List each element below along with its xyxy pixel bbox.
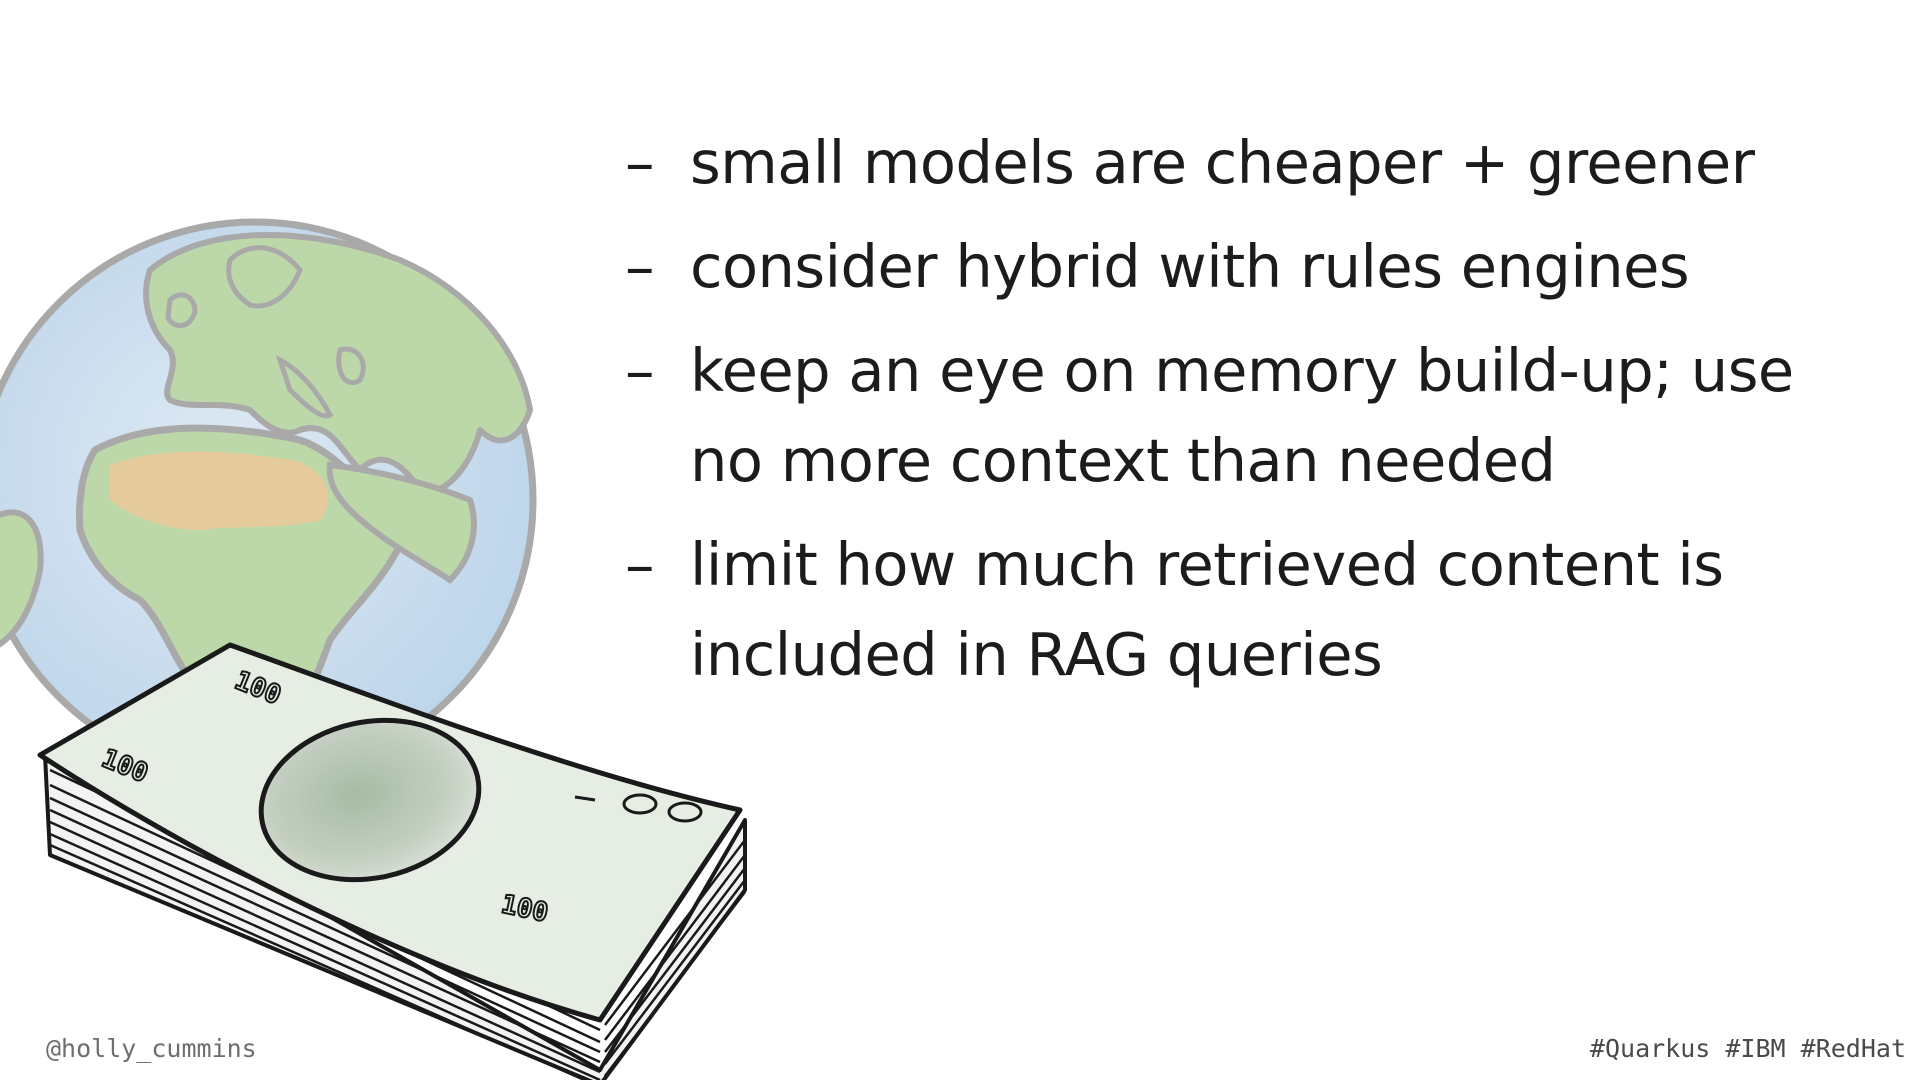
bullet-dash: – bbox=[625, 128, 655, 197]
bullet-dash: – bbox=[625, 232, 655, 301]
author-handle: @holly_cummins bbox=[46, 1034, 257, 1063]
bullet-item: – consider hybrid with rules engines bbox=[625, 222, 1865, 312]
bullet-item: – small models are cheaper + greener bbox=[625, 118, 1865, 208]
bullet-text: limit how much retrieved content is incl… bbox=[690, 530, 1724, 689]
globe-and-money-illustration: 100 100 100 bbox=[0, 218, 747, 1080]
bullet-item: – limit how much retrieved content is in… bbox=[625, 520, 1865, 700]
bullet-text: small models are cheaper + greener bbox=[690, 128, 1755, 197]
bullet-text: keep an eye on memory build-up; use no m… bbox=[690, 336, 1794, 495]
bullet-item: – keep an eye on memory build-up; use no… bbox=[625, 326, 1865, 506]
bullet-dash: – bbox=[625, 336, 655, 405]
bullet-text: consider hybrid with rules engines bbox=[690, 232, 1690, 301]
hashtags: #Quarkus #IBM #RedHat bbox=[1589, 1034, 1906, 1063]
banknote-stack-icon: 100 100 100 bbox=[37, 642, 747, 1080]
bullet-list: – small models are cheaper + greener – c… bbox=[625, 118, 1865, 714]
bullet-dash: – bbox=[625, 530, 655, 599]
